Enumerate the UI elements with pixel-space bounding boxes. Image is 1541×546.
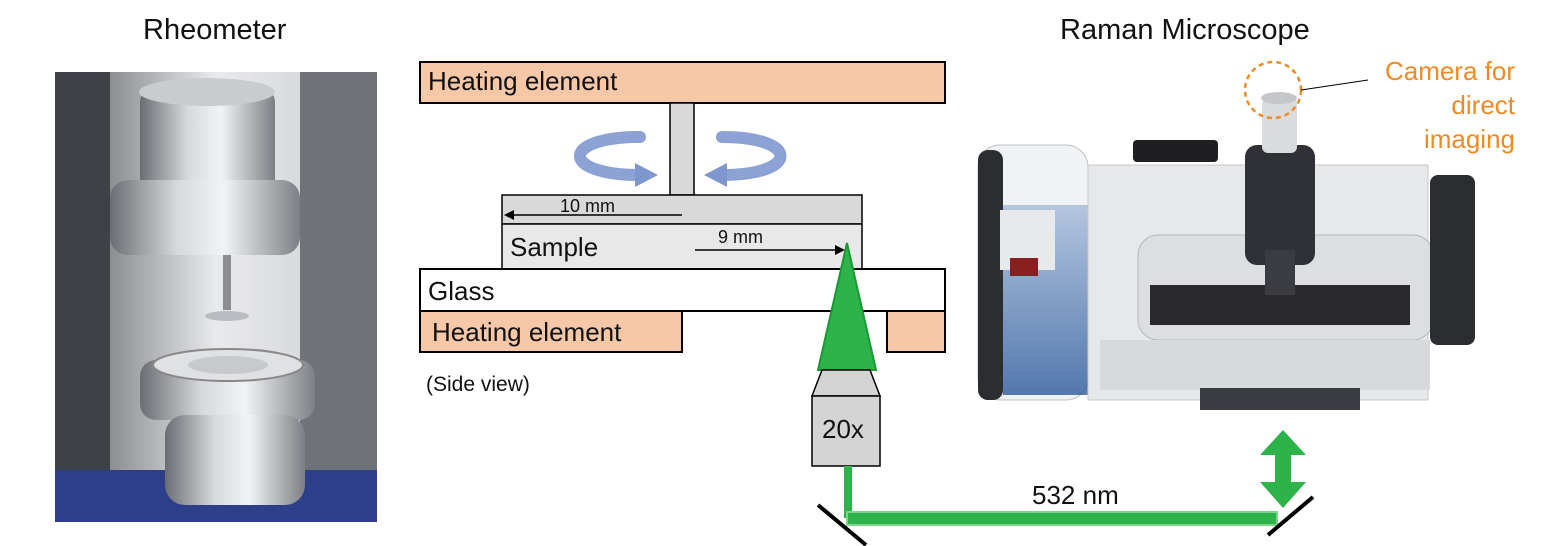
camera-label-line1: Camera for [1384, 56, 1515, 86]
glass-label: Glass [428, 276, 495, 306]
objective-body [811, 395, 881, 467]
laser-beam-vertical [844, 466, 852, 518]
heating-element-top [419, 61, 946, 104]
rheometer-plate [501, 194, 863, 225]
objective-top [810, 369, 882, 397]
camera-label-line2: direct [1451, 90, 1515, 120]
side-view-label: (Side view) [426, 373, 530, 396]
wavelength-label: 532 nm [1032, 480, 1119, 510]
camera-callout-line [1300, 79, 1369, 91]
rheometer-photo [55, 72, 377, 522]
rotate-arrow-icon [704, 131, 787, 187]
heating-element-bottom [419, 310, 683, 353]
double-arrow-icon [1260, 430, 1306, 508]
camera-label: Camera for direct imaging [1350, 54, 1515, 156]
objective-label: 20x [822, 414, 864, 444]
dim-9-label: 9 mm [718, 227, 763, 247]
rheometer-shaft [669, 102, 695, 196]
heating-element-top-label: Heating element [428, 66, 618, 96]
camera-label-line3: imaging [1423, 124, 1515, 154]
sample-label: Sample [510, 232, 599, 262]
laser-beam-horizontal [846, 511, 1278, 526]
rotate-arrow-icon [574, 131, 658, 187]
rheometer-title: Rheometer [143, 14, 287, 46]
raman-microscope-photo [977, 92, 1475, 410]
heating-element-bottom-right [886, 310, 946, 353]
mirror-left [816, 503, 868, 546]
glass-layer [419, 268, 946, 312]
mirror-right [1266, 495, 1315, 537]
dim-10-label: 10 mm [560, 196, 616, 216]
raman-title: Raman Microscope [1060, 14, 1310, 46]
heating-element-bottom-label: Heating element [432, 317, 622, 347]
